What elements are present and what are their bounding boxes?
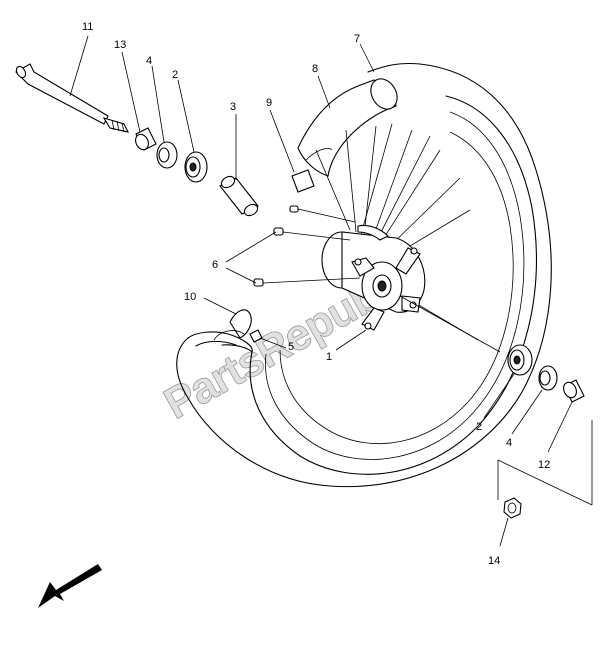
callout-2-right: 2 [476, 421, 482, 433]
callout-13: 13 [114, 39, 126, 51]
leader-lines [69, 35, 573, 547]
collar [135, 127, 157, 151]
callout-7: 7 [354, 33, 360, 45]
callout-10: 10 [184, 291, 196, 303]
callout-11: 11 [82, 21, 93, 33]
callouts: 11 13 4 2 3 9 8 7 6 10 5 1 2 4 12 14 [82, 21, 550, 567]
callout-14: 14 [488, 555, 500, 567]
hub [321, 224, 426, 331]
callout-4-right: 4 [506, 437, 512, 449]
axle-nut [503, 497, 522, 519]
tube [291, 78, 398, 193]
callout-6: 6 [212, 259, 218, 271]
callout-12: 12 [538, 459, 550, 471]
spacer [219, 175, 259, 217]
collar-right [563, 379, 585, 403]
nut-bracket [497, 420, 593, 506]
axle [15, 63, 130, 133]
bearing-left [184, 151, 208, 183]
callout-8: 8 [312, 63, 318, 75]
callout-4-left: 4 [146, 55, 152, 67]
oil-seal-left [156, 141, 178, 169]
bearing-right [507, 344, 533, 376]
spokes [315, 123, 479, 341]
valve-nut [213, 309, 263, 343]
callout-9: 9 [266, 97, 272, 109]
axle-centerline [399, 295, 501, 353]
disc-bolts [253, 205, 361, 287]
wheel-rim-tire [176, 62, 552, 488]
oil-seal-right [538, 365, 558, 391]
callout-3: 3 [230, 101, 236, 113]
callout-1: 1 [326, 351, 332, 363]
callout-2-left: 2 [172, 69, 178, 81]
callout-5: 5 [288, 341, 294, 353]
front-direction-arrow-icon [38, 564, 102, 608]
